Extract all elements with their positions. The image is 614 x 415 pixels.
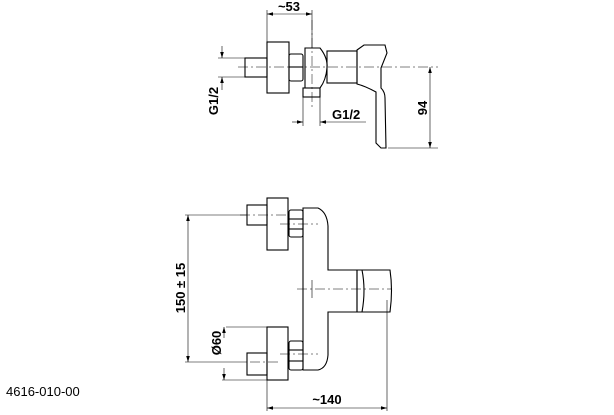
front-handle <box>356 269 393 313</box>
pipe-stub <box>244 57 268 78</box>
rosette-diameter-label: Ø60 <box>209 331 224 356</box>
bottom-rosette <box>266 326 289 381</box>
top-hex-nut <box>288 209 304 238</box>
dimension-spacing: 150 ± 15 <box>173 214 247 363</box>
inlet-thread-label: G1/2 <box>206 87 221 115</box>
dimension-depth: ~53 <box>266 0 313 48</box>
bottom-hex-nut <box>288 340 304 371</box>
bottom-pipe-stub <box>246 352 268 376</box>
height-label: 94 <box>415 100 430 115</box>
dimension-rosette-diameter: Ø60 <box>209 326 267 381</box>
dimension-width: ~140 <box>266 300 388 411</box>
part-number: 4616-010-00 <box>6 384 80 399</box>
rosette <box>266 41 290 94</box>
hex-nut <box>288 53 304 82</box>
front-view: 150 ± 15 Ø60 ~140 <box>173 197 393 411</box>
side-view: ~53 G1/2 G1/2 94 <box>206 0 438 149</box>
lever-handle <box>356 44 388 149</box>
outlet-stub <box>302 87 321 98</box>
depth-label: ~53 <box>278 0 300 14</box>
dimension-outlet-thread: G1/2 <box>292 97 366 126</box>
dimension-height: 94 <box>388 67 438 149</box>
valve-body <box>304 47 328 89</box>
spacing-label: 150 ± 15 <box>173 263 188 314</box>
dimension-inlet-thread: G1/2 <box>206 46 245 115</box>
width-label: ~140 <box>312 392 341 407</box>
outlet-thread-label: G1/2 <box>332 107 360 122</box>
